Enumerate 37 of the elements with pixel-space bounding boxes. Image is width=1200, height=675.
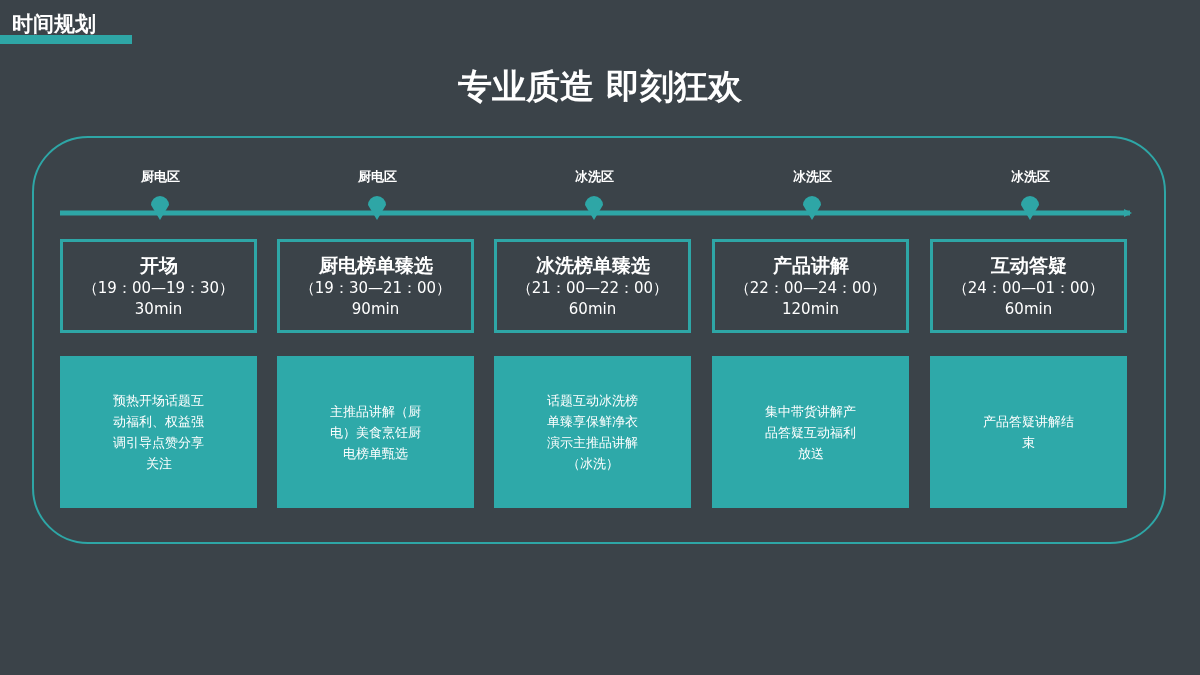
activity-card	[712, 356, 909, 508]
time-range: （22：00—24：00）	[733, 277, 888, 299]
time-range: （21：00—22：00）	[515, 277, 670, 299]
activity-list: 集中带货讲解产品答疑互动福利放送	[764, 400, 857, 464]
slot-heading: 互动答疑	[989, 252, 1068, 278]
zone-label: 冰洗区	[791, 168, 833, 186]
activity-list: 预热开场话题互动福利、权益强调引导点赞分享关注	[112, 390, 205, 474]
activity-list: 话题互动冰洗榜单臻享保鲜净衣演示主推品讲解（冰洗）	[546, 390, 639, 474]
duration: 60min	[567, 298, 618, 320]
activity-card	[930, 356, 1127, 508]
slot-heading: 厨电榜单臻选	[317, 252, 434, 278]
activity-card	[60, 356, 257, 508]
zone-label: 冰洗区	[1009, 168, 1051, 186]
zone-label: 冰洗区	[573, 168, 615, 186]
time-slot-box	[277, 239, 474, 333]
duration: 60min	[1003, 298, 1054, 320]
time-range: （24：00—01：00）	[951, 277, 1106, 299]
zone-label: 厨电区	[356, 168, 398, 186]
title: 专业质造 即刻狂欢	[457, 65, 743, 108]
activity-list: 产品答疑讲解结束	[982, 411, 1075, 453]
time-slot-box	[494, 239, 691, 333]
zone-label: 厨电区	[139, 168, 181, 186]
activity-card	[494, 356, 691, 508]
duration: 30min	[133, 298, 184, 320]
activity-card	[277, 356, 474, 508]
time-slot-box	[712, 239, 909, 333]
time-slot-box	[930, 239, 1127, 333]
time-slot-box	[60, 239, 257, 333]
slot-heading: 产品讲解	[771, 252, 850, 278]
slot-heading: 冰洗榜单臻选	[534, 252, 651, 278]
activity-list: 主推品讲解（厨电）美食烹饪厨电榜单甄选	[329, 400, 422, 464]
time-range: （19：30—21：00）	[298, 277, 453, 299]
slot-heading: 开场	[138, 252, 179, 278]
time-range: （19：00—19：30）	[81, 277, 236, 299]
page-heading: 时间规划	[12, 11, 96, 38]
duration: 120min	[781, 298, 840, 320]
duration: 90min	[350, 298, 401, 320]
